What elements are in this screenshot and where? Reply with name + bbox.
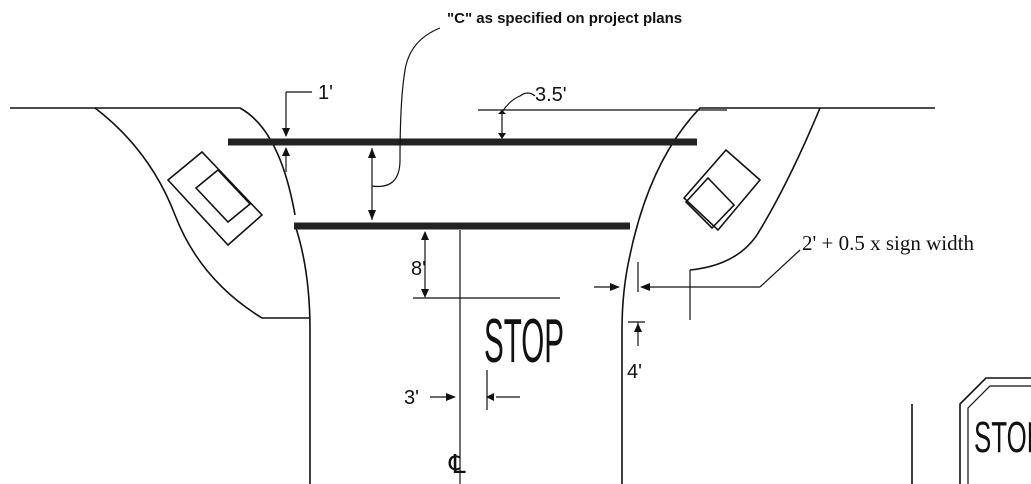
centerline-symbol: ℄	[448, 449, 466, 479]
right-road-edge	[621, 254, 631, 484]
left-crosswalk-outer	[166, 150, 264, 247]
right-crosswalk-outer	[682, 148, 762, 232]
label-8ft: 8'	[411, 258, 426, 280]
right-crosswalk-inner	[684, 176, 736, 230]
callout-leader-c	[371, 27, 441, 188]
left-curb-return	[10, 107, 310, 319]
dimension-c: "C" as specified on project plans	[368, 10, 682, 220]
dimension-1ft: 1'	[282, 82, 333, 172]
stop-sign-partial: STOP	[911, 377, 1031, 484]
right-crosswalk-blocks	[682, 148, 762, 232]
label-3ft: 3'	[404, 387, 419, 409]
dimension-8ft: 8'	[411, 231, 560, 299]
label-4ft: 4'	[627, 361, 642, 383]
left-crosswalk-blocks	[166, 150, 264, 247]
centerline: ℄	[448, 230, 466, 484]
label-sign-offset: 2' + 0.5 x sign width	[802, 231, 974, 255]
callout-c-label: "C" as specified on project plans	[447, 10, 682, 27]
road-edges	[10, 107, 935, 484]
stop-pavement-marking: STOP	[484, 307, 564, 376]
left-road-edge	[294, 224, 311, 484]
dimension-sign-offset: 2' + 0.5 x sign width	[594, 231, 974, 292]
dimension-4ft: 4'	[627, 321, 645, 383]
dimension-3ft: 3'	[404, 370, 520, 410]
stop-sign-octagon-outer	[959, 377, 1031, 484]
right-curb-return	[689, 107, 821, 271]
dimension-3-5ft: 3.5'	[498, 84, 567, 139]
right-island-top	[629, 107, 820, 256]
label-3-5ft: 3.5'	[535, 84, 567, 106]
left-crosswalk-inner	[194, 168, 252, 224]
left-island-top	[95, 107, 296, 216]
stop-sign-text: STOP	[974, 413, 1031, 462]
label-1ft: 1'	[318, 82, 333, 104]
stop-sign-octagon-inner	[967, 385, 1031, 484]
